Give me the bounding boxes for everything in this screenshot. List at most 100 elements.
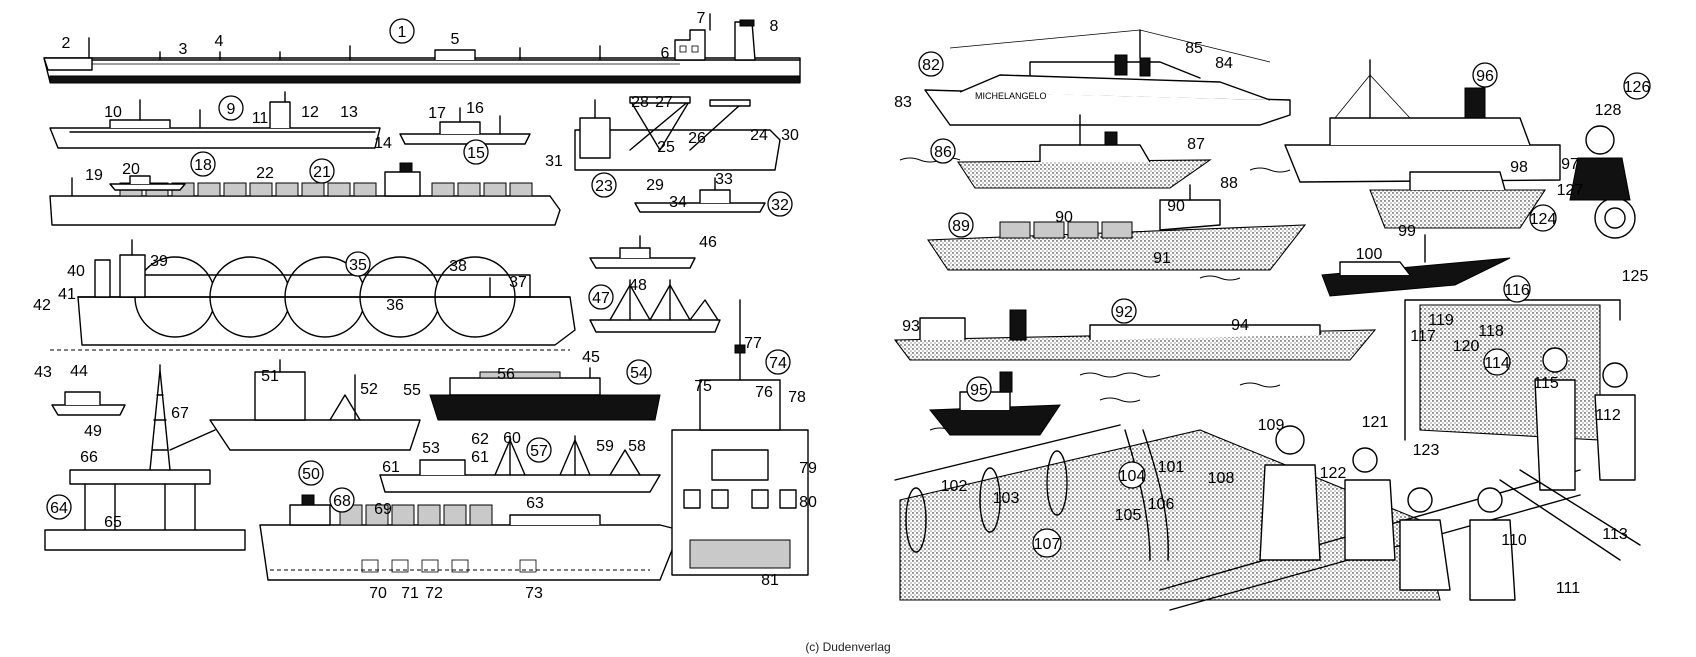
label-119: 119 [1428,312,1454,329]
cargo-sailer-drawing [589,279,721,333]
label-114: 114 [1483,348,1511,376]
label-113: 113 [1602,526,1628,543]
label-57: 57 [526,437,552,463]
label-61a: 61 [382,459,400,476]
label-97: 97 [1561,156,1579,173]
svg-text:96: 96 [1476,68,1494,85]
label-13: 13 [340,104,358,121]
label-31: 31 [545,153,563,170]
label-52: 52 [360,381,378,398]
label-37: 37 [509,274,527,291]
label-86: 86 [930,138,956,164]
label-34: 34 [669,194,687,211]
container-vessel-drawing [926,184,1307,271]
copyright-notice: (c) Dudenverlag [805,640,891,654]
label-127: 127 [1557,182,1584,199]
label-79: 79 [799,460,817,477]
left-label-group: 1 2 3 4 5 6 7 8 9 10 11 12 13 14 15 16 1… [33,10,817,602]
label-51: 51 [261,368,279,385]
svg-text:74: 74 [769,355,787,372]
label-94: 94 [1231,317,1249,334]
label-4: 4 [215,33,224,50]
label-67: 67 [171,405,189,422]
svg-text:15: 15 [467,145,485,162]
label-12: 12 [301,104,319,121]
label-123: 123 [1413,442,1440,459]
label-50: 50 [298,460,324,486]
label-38: 38 [449,258,467,275]
label-128: 128 [1595,102,1622,119]
label-112: 112 [1595,407,1621,424]
label-15: 15 [463,139,489,165]
right-label-group: 82 83 84 85 86 87 88 89 90 90 91 92 93 9… [894,40,1651,597]
label-118: 118 [1478,323,1504,340]
label-11: 11 [252,110,269,127]
label-106: 106 [1148,496,1175,513]
right-panel-harbour-scene: MICHELANGELO [893,29,1651,611]
promenade-deck-drawing [894,125,1641,611]
label-84: 84 [1215,55,1233,72]
label-40: 40 [67,263,85,280]
cargo-liner-drawing [956,114,1212,189]
patrol-boat-drawing [1321,234,1511,297]
label-5: 5 [451,31,460,48]
label-47: 47 [588,284,614,310]
label-8: 8 [770,18,779,35]
tug-drawing [589,235,696,269]
small-boat-drawing [51,391,126,416]
label-49: 49 [84,423,102,440]
label-43: 43 [34,364,52,381]
svg-text:116: 116 [1504,282,1530,299]
label-110: 110 [1501,532,1527,549]
svg-text:47: 47 [592,290,610,307]
naval-vessel-drawing [1369,171,1547,229]
label-87: 87 [1187,136,1205,153]
label-16: 16 [466,100,484,117]
label-105: 105 [1115,507,1142,524]
label-20: 20 [122,161,140,178]
svg-text:18: 18 [194,157,212,174]
label-7: 7 [697,10,706,27]
label-88: 88 [1220,175,1238,192]
svg-text:95: 95 [970,382,988,399]
label-2: 2 [62,35,71,52]
passenger-cargo-drawing [209,359,421,451]
label-10: 10 [104,104,122,121]
label-48: 48 [629,277,647,294]
label-36: 36 [386,297,404,314]
label-100: 100 [1356,246,1383,263]
svg-text:1: 1 [398,24,407,41]
label-103: 103 [993,490,1020,507]
svg-text:92: 92 [1115,304,1133,321]
label-89: 89 [948,212,974,238]
label-39: 39 [150,253,168,270]
label-56: 56 [497,366,515,383]
derrick-ship-drawing [379,435,661,493]
label-121: 121 [1362,414,1389,431]
trawler-drawing [399,107,531,145]
ferry-drawing [429,367,661,421]
label-78: 78 [788,389,806,406]
svg-text:57: 57 [530,443,548,460]
svg-text:64: 64 [50,500,68,517]
label-9: 9 [218,95,244,121]
coaster-drawing [634,177,766,213]
label-115: 115 [1533,375,1559,392]
label-99: 99 [1398,223,1416,240]
label-72: 72 [425,585,443,602]
label-120: 120 [1453,338,1480,355]
svg-text:50: 50 [302,466,320,483]
svg-text:89: 89 [952,218,970,235]
label-35: 35 [345,251,371,277]
label-126: 126 [1623,72,1651,100]
svg-text:124: 124 [1530,211,1557,228]
label-54: 54 [626,359,652,385]
label-58: 58 [628,438,646,455]
label-61b: 61 [471,449,489,466]
label-117: 117 [1410,328,1436,345]
label-74: 74 [765,349,791,375]
label-124: 124 [1529,204,1557,232]
label-108: 108 [1208,470,1235,487]
water-waves [899,157,1291,433]
